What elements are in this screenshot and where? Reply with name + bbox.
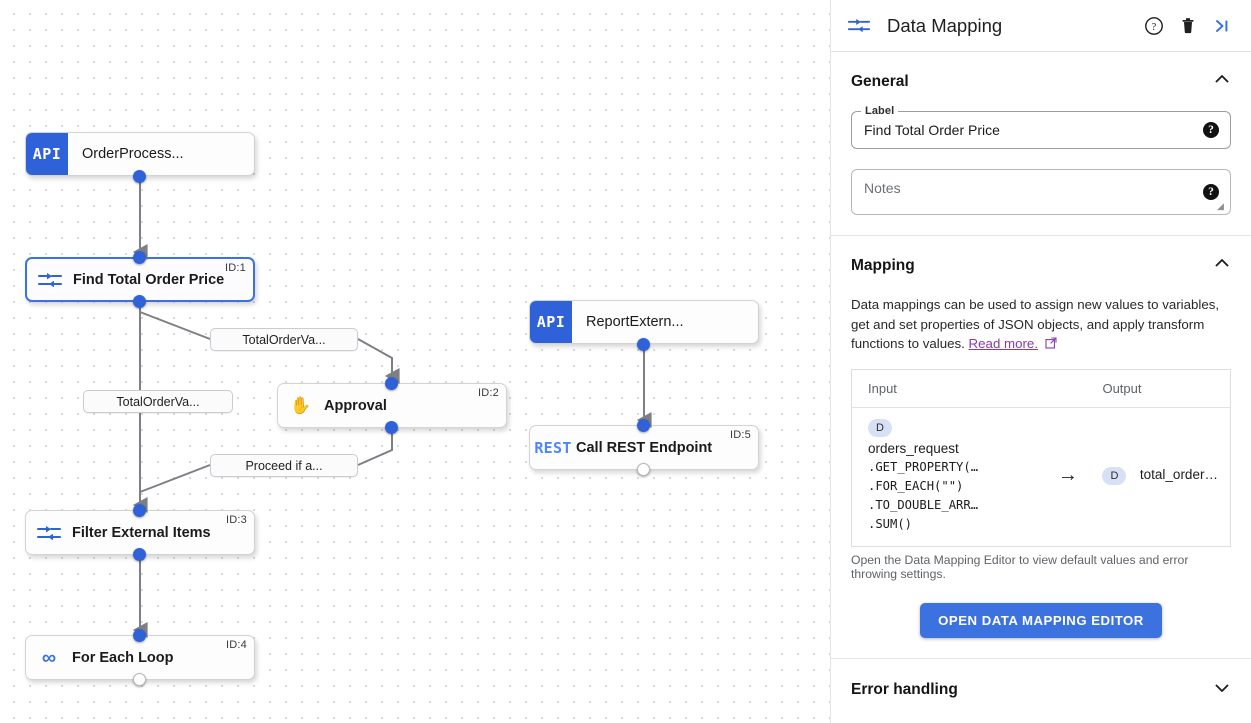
mapping-table-row[interactable]: D orders_request .GET_PROPERTY(… .FOR_EA… (852, 407, 1231, 546)
section-error-handling-header[interactable]: Error handling (851, 679, 1231, 702)
flow-node-label: Filter External Items (72, 524, 211, 541)
hand-icon: ✋ (290, 396, 312, 415)
flow-node-id: ID:4 (226, 639, 247, 651)
label-field-value: Find Total Order Price (864, 122, 1000, 138)
flow-node-approval[interactable]: ✋ Approval ID:2 (277, 383, 507, 428)
label-field-legend: Label (861, 105, 899, 117)
help-icon[interactable]: ? (1203, 184, 1219, 200)
flow-connectors (132, 176, 652, 638)
api-badge-icon: API (530, 301, 572, 343)
section-general-header[interactable]: General (851, 70, 1231, 93)
read-more-link[interactable]: Read more. (968, 336, 1039, 351)
flow-canvas[interactable]: API OrderProcess... Find Total Order Pri… (0, 0, 831, 723)
open-data-mapping-editor-button[interactable]: OPEN DATA MAPPING EDITOR (920, 602, 1162, 638)
input-expression-line: .SUM() (868, 516, 913, 531)
flow-node-reportextern[interactable]: API ReportExtern... (529, 300, 759, 344)
input-expression-line: .GET_PROPERTY(… (868, 459, 979, 474)
mapping-table: Input Output D orders_request .GET_PROPE… (851, 368, 1231, 547)
edge-label[interactable]: Proceed if a... (210, 454, 358, 477)
mapping-output-cell: D total_order… (1086, 407, 1230, 546)
section-general: General Label Find Total Order Price ? N… (831, 52, 1251, 235)
node-port-output[interactable] (637, 338, 650, 351)
chevron-down-icon[interactable] (1213, 679, 1231, 702)
node-port-output[interactable] (133, 170, 146, 183)
column-header-spacer (1033, 369, 1087, 408)
edge-label[interactable]: TotalOrderVa... (83, 390, 233, 413)
node-port-input[interactable] (637, 419, 650, 432)
panel-body: General Label Find Total Order Price ? N… (831, 52, 1251, 723)
panel-title: Data Mapping (887, 14, 1003, 36)
flow-node-label: Call REST Endpoint (576, 439, 713, 456)
label-field[interactable]: Label Find Total Order Price ? (851, 105, 1231, 149)
chevron-up-icon[interactable] (1213, 254, 1231, 277)
open-editor-button-wrap: OPEN DATA MAPPING EDITOR (851, 602, 1231, 638)
mapping-description: Data mappings can be used to assign new … (851, 295, 1231, 355)
help-icon[interactable]: ? (1203, 122, 1219, 138)
section-error-handling: Error handling (831, 657, 1251, 722)
properties-panel: Data Mapping ? (831, 0, 1251, 723)
flow-node-id: ID:5 (730, 429, 751, 441)
data-mapping-icon (27, 272, 73, 288)
panel-header: Data Mapping ? (831, 0, 1251, 52)
notes-placeholder: Notes (864, 180, 901, 196)
section-title: Mapping (851, 256, 915, 274)
flow-node-label: ReportExtern... (586, 314, 684, 330)
help-circle-icon[interactable]: ? (1139, 11, 1169, 41)
resize-handle[interactable]: ◢ (1217, 201, 1224, 211)
mapping-footnote: Open the Data Mapping Editor to view def… (851, 552, 1189, 581)
column-header-output: Output (1086, 369, 1231, 408)
flow-node-id: ID:1 (225, 262, 246, 274)
mapping-table-header-row: Input Output (851, 369, 1231, 408)
node-port-output[interactable] (133, 673, 146, 686)
flow-node-label: Approval (324, 397, 387, 414)
flow-node-id: ID:2 (478, 387, 499, 399)
node-port-input[interactable] (133, 251, 146, 264)
column-header-input: Input (851, 369, 1034, 408)
node-port-output[interactable] (133, 548, 146, 561)
flow-node-id: ID:3 (226, 514, 247, 526)
node-port-input[interactable] (133, 504, 146, 517)
flow-node-filter-external-items[interactable]: Filter External Items ID:3 (25, 510, 255, 555)
flow-node-label: For Each Loop (72, 649, 174, 666)
input-variable-name: orders_request (868, 440, 959, 456)
node-port-input[interactable] (133, 629, 146, 642)
mapping-arrow-icon: → (1057, 464, 1078, 486)
rest-badge-icon: REST (534, 438, 572, 457)
notes-field[interactable]: Notes ? ◢ (851, 169, 1231, 215)
svg-text:?: ? (1152, 22, 1157, 33)
flow-node-label: Find Total Order Price (73, 271, 225, 288)
trash-icon[interactable] (1173, 11, 1203, 41)
output-type-badge: D (1102, 467, 1127, 485)
mapping-input-cell: D orders_request .GET_PROPERTY(… .FOR_EA… (852, 407, 1034, 546)
section-title: Error handling (851, 681, 958, 698)
flow-node-orderprocess[interactable]: API OrderProcess... (25, 132, 255, 176)
section-title: General (851, 72, 909, 90)
input-expression-line: .FOR_EACH("") (868, 478, 964, 493)
node-port-output[interactable] (385, 421, 398, 434)
node-port-output[interactable] (133, 295, 146, 308)
flow-node-call-rest-endpoint[interactable]: REST Call REST Endpoint ID:5 (529, 425, 759, 470)
external-link-icon[interactable] (1041, 337, 1057, 352)
chevron-up-icon[interactable] (1213, 70, 1231, 93)
section-mapping: Mapping Data mappings can be used to ass… (831, 235, 1251, 658)
edge-label[interactable]: TotalOrderVa... (210, 328, 358, 351)
section-mapping-header[interactable]: Mapping (851, 254, 1231, 277)
data-mapping-icon (26, 525, 72, 541)
mapping-description-text: Data mappings can be used to assign new … (851, 297, 1220, 351)
node-port-output[interactable] (637, 463, 650, 476)
input-expression-line: .TO_DOUBLE_ARR… (868, 497, 979, 512)
data-mapping-icon (847, 18, 873, 33)
output-variable-name: total_order… (1139, 467, 1218, 482)
node-port-input[interactable] (385, 377, 398, 390)
canvas-panel-divider (830, 0, 831, 723)
collapse-panel-icon[interactable] (1207, 11, 1237, 41)
loop-icon: ∞ (41, 646, 57, 669)
flow-node-label: OrderProcess... (82, 146, 184, 162)
api-badge-icon: API (26, 133, 68, 175)
input-type-badge: D (868, 418, 892, 437)
